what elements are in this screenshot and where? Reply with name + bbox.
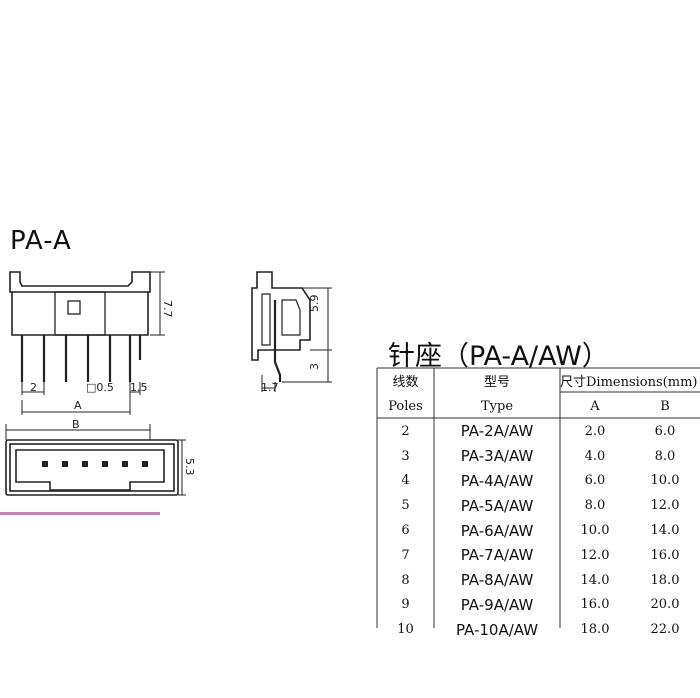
spec-title: 针座（PA-A/AW） [388, 341, 609, 372]
cell-type: PA-3A/AW [460, 447, 534, 466]
dim-pin-square: □0.5 [86, 381, 114, 394]
cell-a: 18.0 [580, 622, 610, 638]
cell-a: 4.0 [584, 448, 606, 464]
front-view [9, 271, 165, 415]
cell-poles: 4 [401, 473, 410, 489]
cell-type: PA-6A/AW [460, 521, 534, 540]
cell-type: PA-9A/AW [460, 595, 534, 614]
cell-poles: 6 [401, 523, 410, 539]
dim-b-label: B [72, 418, 80, 431]
cell-type: PA-8A/AW [460, 571, 534, 590]
dim-side-pin: 3 [308, 363, 321, 370]
cell-poles: 2 [401, 423, 410, 439]
cell-b: 6.0 [654, 423, 676, 439]
table-row: 7 PA-7A/AW 12.0 16.0 [377, 543, 700, 568]
cell-a: 10.0 [580, 523, 610, 539]
cell-a: 16.0 [580, 597, 610, 613]
type-header: 型号 [434, 367, 560, 393]
cell-a: 12.0 [580, 547, 610, 563]
cell-poles: 10 [397, 622, 414, 638]
table-row: 8 PA-8A/AW 14.0 18.0 [377, 568, 700, 593]
cell-poles: 3 [401, 448, 410, 464]
dim-end-offset: 1.5 [130, 381, 148, 394]
a-header: A [590, 398, 600, 414]
poles-header: 线数 [377, 367, 434, 393]
table-row: 6 PA-6A/AW 10.0 14.0 [377, 518, 700, 543]
side-view [251, 271, 332, 392]
cell-type: PA-5A/AW [460, 496, 534, 515]
cell-a: 14.0 [580, 572, 610, 588]
poles-header-cn: 线数 [392, 374, 419, 390]
type-header-cn: 型号 [483, 374, 510, 390]
dim-side-height: 5.9 [308, 295, 321, 313]
cell-b: 22.0 [650, 622, 680, 638]
cell-poles: 5 [401, 498, 410, 514]
cell-a: 8.0 [584, 498, 606, 514]
type-header-en: Type [480, 398, 514, 414]
cell-b: 10.0 [650, 473, 680, 489]
cell-type: PA-4A/AW [460, 471, 534, 490]
dim-a-label: A [74, 399, 82, 412]
spec-table: 线数 型号 尺寸Dimensions(mm) Poles Type A B 2 … [377, 367, 700, 642]
dim-height-bottom: 5.3 [183, 458, 196, 476]
table-row: 5 PA-5A/AW 8.0 12.0 [377, 493, 700, 518]
table-row: 4 PA-4A/AW 6.0 10.0 [377, 469, 700, 494]
cell-b: 20.0 [650, 597, 680, 613]
table-row: 2 PA-2A/AW 2.0 6.0 [377, 419, 700, 444]
cell-type: PA-7A/AW [460, 546, 534, 565]
table-row: 3 PA-3A/AW 4.0 8.0 [377, 444, 700, 469]
cell-b: 14.0 [650, 523, 680, 539]
dim-height-front: 7.7 [161, 300, 174, 318]
divider-line [0, 512, 160, 515]
spec-table-wrapper: 线数 型号 尺寸Dimensions(mm) Poles Type A B 2 … [360, 367, 700, 639]
dims-header: 尺寸Dimensions(mm) [560, 374, 698, 390]
cell-poles: 9 [401, 597, 410, 613]
cell-a: 2.0 [584, 423, 606, 439]
cell-a: 6.0 [584, 473, 606, 489]
bottom-view [5, 424, 186, 496]
cell-b: 16.0 [650, 547, 680, 563]
table-row: 10 PA-10A/AW 18.0 22.0 [377, 617, 700, 642]
b-header: B [660, 398, 670, 414]
table-row: 9 PA-9A/AW 16.0 20.0 [377, 593, 700, 618]
cell-b: 18.0 [650, 572, 680, 588]
cell-poles: 7 [401, 547, 410, 563]
page-title: PA-A [10, 226, 72, 256]
dim-side-width: 1.7 [261, 381, 279, 394]
poles-header-en: Poles [388, 398, 423, 414]
cell-b: 8.0 [654, 448, 676, 464]
dim-pitch: 2 [30, 381, 37, 394]
cell-type: PA-10A/AW [455, 620, 539, 639]
cell-type: PA-2A/AW [460, 422, 534, 441]
cell-poles: 8 [401, 572, 410, 588]
cell-b: 12.0 [650, 498, 680, 514]
